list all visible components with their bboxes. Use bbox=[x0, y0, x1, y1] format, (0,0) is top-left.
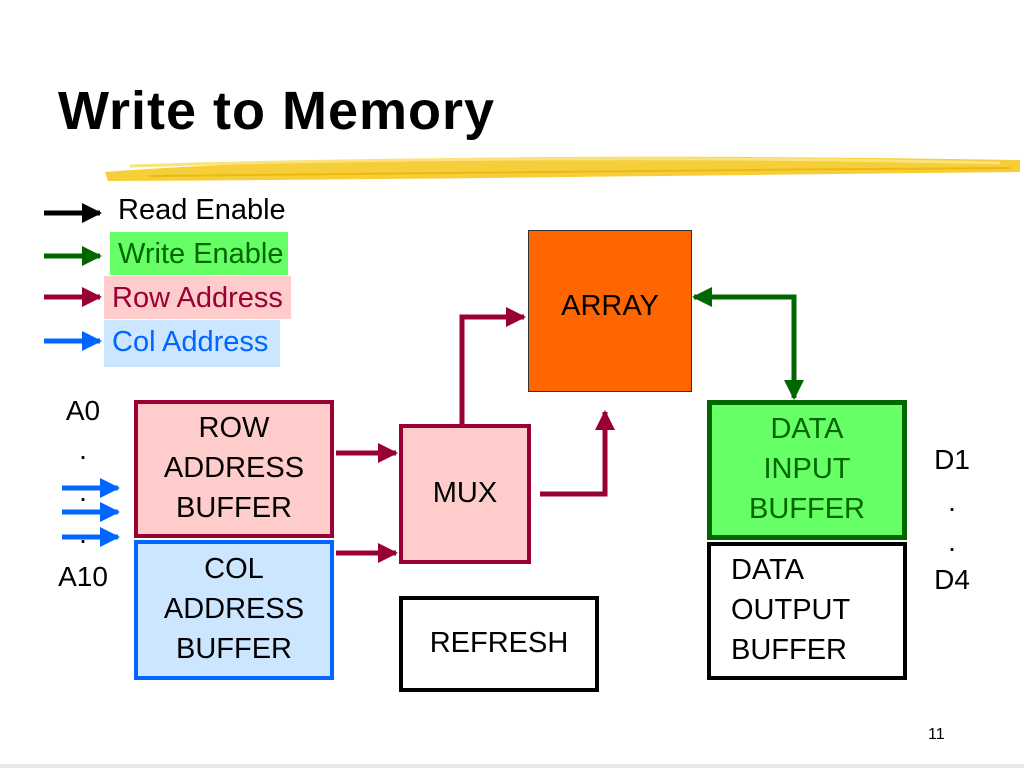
array-data-input-arrow bbox=[692, 287, 804, 400]
mux-block: MUX bbox=[399, 424, 531, 564]
data-pin-dot: . bbox=[948, 526, 956, 557]
address-pin-a10: A10 bbox=[58, 561, 108, 592]
mux-to-array-col-arrow bbox=[540, 410, 615, 497]
title-underline-stroke bbox=[105, 156, 1020, 181]
data-pin-dot: . bbox=[948, 486, 956, 517]
data-pin-d1: D1 bbox=[934, 444, 970, 475]
legend-col-label: Col Address bbox=[104, 320, 281, 367]
legend-read-label: Read Enable bbox=[118, 194, 286, 226]
address-pin-dot: . bbox=[79, 518, 87, 549]
address-pin-a0: A0 bbox=[65, 395, 101, 426]
data-output-buffer: DATA OUTPUT BUFFER bbox=[707, 542, 907, 680]
legend-write-label: Write Enable bbox=[110, 232, 288, 275]
page-title: Write to Memory bbox=[58, 81, 496, 141]
col-address-buffer: COL ADDRESS BUFFER bbox=[134, 540, 334, 680]
refresh-block: REFRESH bbox=[399, 596, 599, 692]
address-pin-dot: . bbox=[79, 476, 87, 507]
row-address-buffer: ROW ADDRESS BUFFER bbox=[134, 400, 334, 538]
mux-to-array-arrow bbox=[459, 307, 526, 424]
legend-row-label: Row Address bbox=[104, 276, 291, 319]
address-pin-dot: . bbox=[79, 434, 87, 465]
array-block: ARRAY bbox=[528, 230, 692, 392]
address-input-arrows bbox=[62, 478, 120, 547]
footer-divider bbox=[0, 764, 1024, 768]
data-input-buffer: DATA INPUT BUFFER bbox=[707, 400, 907, 540]
page-number: 11 bbox=[928, 726, 945, 743]
data-pin-d4: D4 bbox=[934, 564, 970, 595]
